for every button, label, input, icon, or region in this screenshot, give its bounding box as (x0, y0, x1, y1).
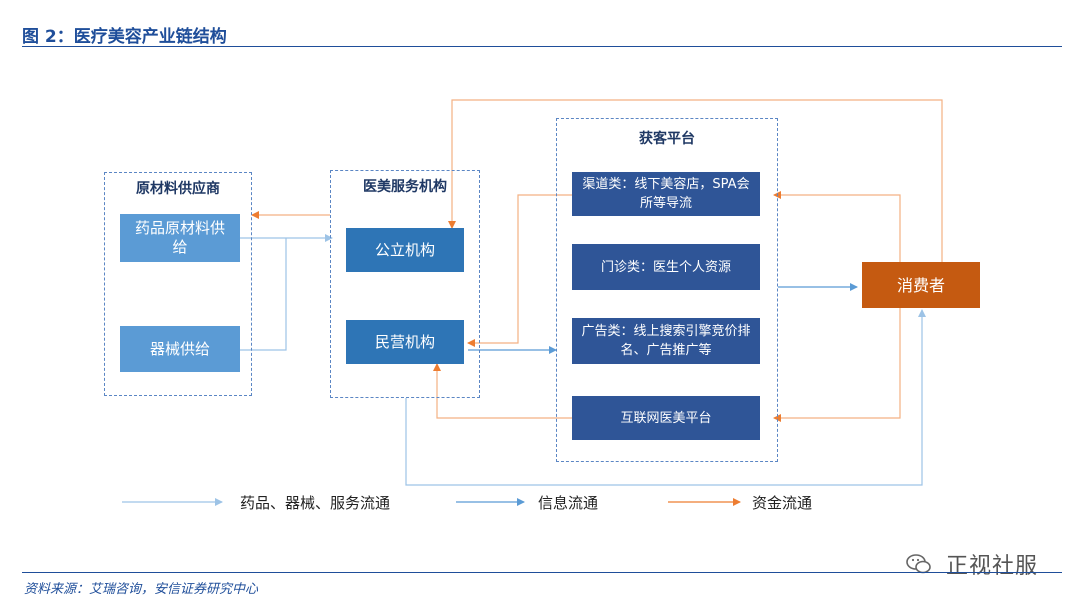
platform-group (556, 118, 778, 462)
institution-group (330, 170, 480, 398)
platform-group-label: 获客平台 (639, 131, 695, 147)
device-supply-node: 器械供给 (120, 326, 240, 372)
arrow-money-internet-to-private (433, 363, 572, 419)
ads-platform-node: 广告类：线上搜索引擎竞价排名、广告推广等 (572, 318, 760, 364)
consumer-node: 消费者 (862, 262, 980, 308)
figure-source: 资料来源：艾瑞咨询，安信证券研究中心 (24, 582, 259, 597)
drug-supply-node: 药品原材料供给 (120, 214, 240, 262)
supplier-group-label: 原材料供应商 (136, 181, 220, 197)
institution-group-label: 医美服务机构 (363, 179, 447, 195)
source-divider (22, 572, 1062, 573)
legend-money-label: 资金流通 (752, 494, 813, 512)
public-institution-node: 公立机构 (346, 228, 464, 272)
title-divider (22, 46, 1062, 47)
arrow-money-consumer-to-internet (773, 307, 901, 422)
internet-platform-node: 互联网医美平台 (572, 396, 760, 440)
watermark: 正视社服 (905, 548, 1038, 580)
clinic-platform-node: 门诊类：医生个人资源 (572, 244, 760, 290)
legend-goods-label: 药品、器械、服务流通 (240, 494, 391, 512)
arrow-goods-institutions-to-consumer (405, 309, 926, 486)
channel-platform-node: 渠道类：线下美容店，SPA会所等导流 (572, 172, 760, 216)
line-device-to-institutions (240, 238, 287, 351)
legend-info-label: 信息流通 (538, 494, 599, 512)
arrow-money-channel-to-private (467, 194, 572, 347)
watermark-text: 正视社服 (946, 554, 1039, 579)
arrow-money-consumer-to-public (448, 99, 943, 262)
supplier-group (104, 172, 252, 396)
private-institution-node: 民营机构 (346, 320, 464, 364)
figure-title: 图 2：医疗美容产业链结构 (22, 27, 227, 47)
